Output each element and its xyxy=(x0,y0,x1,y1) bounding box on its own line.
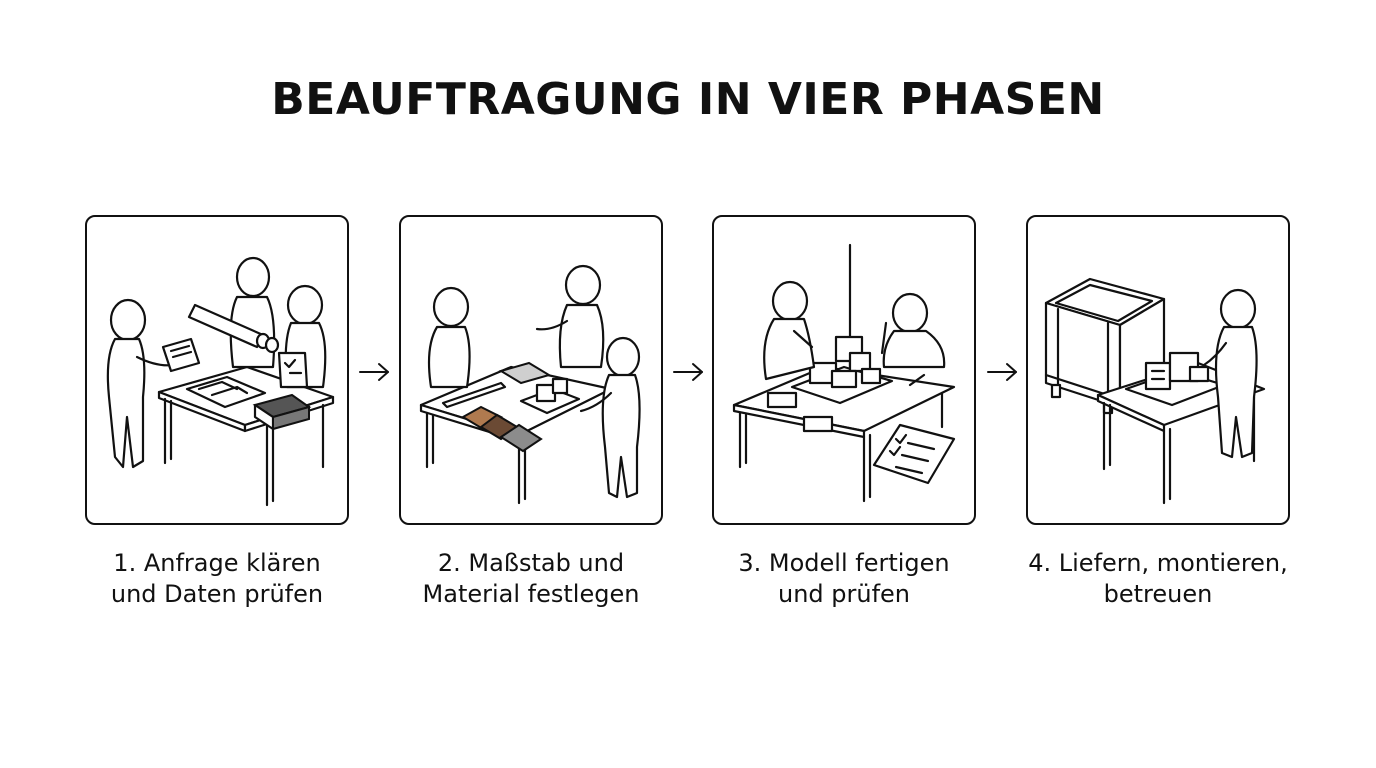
diagram-title: BEAUFTRAGUNG IN VIER PHASEN xyxy=(271,74,1105,125)
phase-2-caption: 2. Maßstab und Material festlegen xyxy=(381,548,681,610)
arrow-right-icon xyxy=(673,363,703,381)
phase-3-panel xyxy=(712,215,976,525)
phase-1-panel xyxy=(85,215,349,525)
delivery-crate-illustration xyxy=(1044,277,1266,505)
arrow-right-icon xyxy=(359,363,389,381)
caption-line: betreuen xyxy=(1103,580,1213,608)
phase-4-panel xyxy=(1026,215,1290,525)
planning-meeting-illustration xyxy=(106,256,335,507)
caption-line: 2. Maßstab und xyxy=(437,549,625,577)
phase-1-caption: 1. Anfrage klären und Daten prüfen xyxy=(67,548,367,610)
caption-line: 3. Modell fertigen xyxy=(738,549,950,577)
phase-2-panel xyxy=(399,215,663,525)
caption-line: Material festlegen xyxy=(422,580,640,608)
caption-line: 1. Anfrage klären xyxy=(113,549,321,577)
material-samples-illustration xyxy=(419,264,641,505)
caption-line: 4. Liefern, montieren, xyxy=(1028,549,1288,577)
phase-3-caption: 3. Modell fertigen und prüfen xyxy=(694,548,994,610)
caption-line: und Daten prüfen xyxy=(110,580,324,608)
model-building-illustration xyxy=(732,243,956,503)
caption-line: und prüfen xyxy=(777,580,911,608)
phase-4-caption: 4. Liefern, montieren, betreuen xyxy=(1008,548,1308,610)
arrow-right-icon xyxy=(987,363,1017,381)
